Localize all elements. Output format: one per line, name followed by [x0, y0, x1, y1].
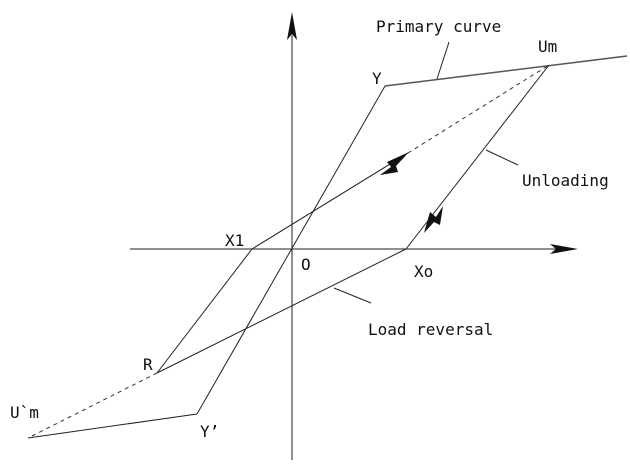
reload-arrow-icon	[380, 152, 409, 175]
load-reversal-leader	[333, 287, 372, 304]
load-reversal-line	[156, 248, 407, 374]
y-axis-arrow-icon	[287, 12, 297, 40]
label-primary-curve: Primary curve	[376, 17, 501, 36]
primary-curve-upper	[384, 55, 628, 87]
label-y: Y	[372, 69, 382, 88]
x-axis-arrow-icon	[550, 244, 578, 254]
unloading-leader	[485, 149, 519, 166]
label-um: Um	[538, 37, 557, 56]
label-u-prime-m: U`m	[10, 403, 39, 422]
branch-x1-to-r	[156, 248, 253, 374]
reload-line-solid	[251, 152, 409, 250]
branch-y-to-y-prime	[196, 85, 386, 415]
primary-curve-lower	[27, 413, 198, 439]
reversal-extension-dashed	[27, 372, 158, 439]
label-load-reversal: Load reversal	[368, 320, 493, 339]
label-origin: O	[301, 255, 311, 274]
reload-line-dashed	[407, 64, 550, 154]
unloading-arrow-icon	[424, 206, 443, 233]
label-y-prime: Y’	[200, 422, 219, 441]
label-unloading: Unloading	[522, 171, 609, 190]
label-x1: X1	[225, 231, 244, 250]
label-xo: Xo	[414, 262, 433, 281]
label-r: R	[143, 355, 153, 374]
primary-curve-leader	[436, 41, 450, 80]
